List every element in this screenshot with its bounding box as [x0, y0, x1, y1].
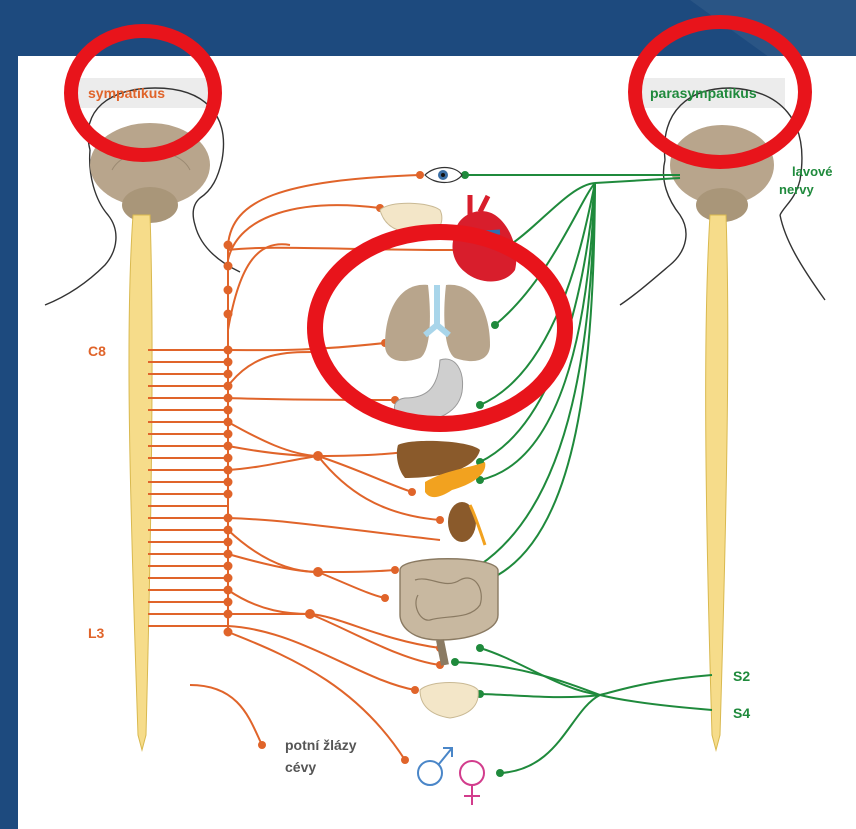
eye: [425, 168, 462, 183]
bladder: [420, 683, 478, 719]
l3-label: L3: [88, 625, 105, 641]
lungs: [385, 285, 490, 361]
s4-label: S4: [733, 705, 750, 721]
sweat-glands-label: potní žlázy: [285, 737, 357, 753]
sympatikus-label: sympatikus: [88, 85, 165, 101]
vessels-label: cévy: [285, 759, 316, 775]
s2-label: S2: [733, 668, 750, 684]
kidney-adrenal: [448, 502, 485, 545]
right-brain: [670, 125, 774, 222]
cranial-nerves-label-line1: lavové: [792, 164, 832, 179]
cranial-nerves-label-line2: nervy: [779, 182, 814, 197]
parasympatikus-label: parasympatikus: [650, 85, 757, 101]
male-symbol-icon: [418, 748, 452, 785]
c8-label: C8: [88, 343, 106, 359]
right-spinal-cord: [706, 215, 728, 750]
female-symbol-icon: [460, 761, 484, 805]
